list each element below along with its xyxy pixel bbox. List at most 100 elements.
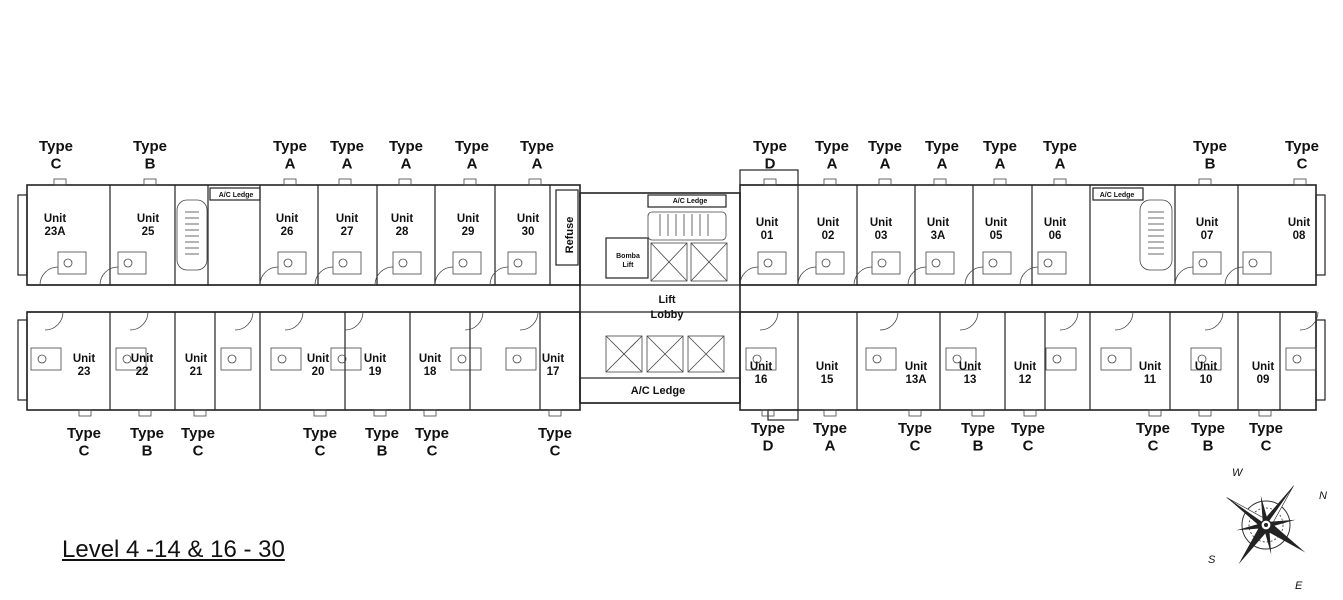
west-balcony-bottom	[17, 319, 28, 401]
bottom-bath-6	[505, 347, 537, 371]
top-door-1	[99, 266, 119, 286]
top-wc-7	[763, 258, 773, 268]
east-balcony-bottom	[1315, 319, 1326, 401]
top-window-9	[878, 178, 892, 186]
ac-ledge-top-right	[1092, 187, 1144, 201]
top-bath-9	[871, 251, 901, 275]
ac-ledge-bottom	[579, 377, 741, 404]
bottom-door-3	[284, 311, 304, 331]
lift-bottom-2	[646, 335, 684, 373]
bottom-bath-13	[1285, 347, 1317, 371]
top-wc-0	[63, 258, 73, 268]
bottom-window-4	[373, 409, 387, 417]
top-window-5	[463, 178, 477, 186]
bottom-window-6	[548, 409, 562, 417]
bottom-bath-10	[1045, 347, 1077, 371]
top-window-13	[1198, 178, 1212, 186]
ac-ledge-top-right-label: A/C Ledge	[1100, 192, 1135, 199]
top-bath-5	[452, 251, 482, 275]
bottom-wc-5	[457, 354, 467, 364]
bottom-bath-3	[270, 347, 302, 371]
bottom-bath-4	[330, 347, 362, 371]
ac-ledge-top-left-label: A/C Ledge	[219, 192, 254, 199]
bottom-door-9	[959, 311, 979, 331]
fixtures	[30, 178, 1319, 417]
top-door-9	[853, 266, 873, 286]
stair-left	[176, 199, 208, 271]
bomba-lift-label-1: Bomba	[616, 253, 640, 260]
fire-stair	[647, 211, 727, 241]
top-bath-8	[815, 251, 845, 275]
bottom-window-9	[908, 409, 922, 417]
lift-top-2	[690, 242, 728, 282]
lift-lobby-label-2: Lobby	[651, 309, 685, 321]
top-door-7	[739, 266, 759, 286]
bottom-window-5	[423, 409, 437, 417]
bottom-wc-7	[752, 354, 762, 364]
bottom-wc-13	[1292, 354, 1302, 364]
top-wc-6	[513, 258, 523, 268]
refuse-room	[555, 189, 579, 266]
bottom-door-11	[1114, 311, 1134, 331]
bottom-door-1	[129, 311, 149, 331]
lift-bottom-2-x2	[646, 335, 684, 373]
top-door-2	[259, 266, 279, 286]
top-wc-14	[1248, 258, 1258, 268]
bottom-wc-1	[122, 354, 132, 364]
bottom-door-4	[344, 311, 364, 331]
compass-rose: W N S E	[1208, 467, 1327, 592]
stair-right	[1139, 199, 1173, 271]
bottom-window-12	[1148, 409, 1162, 417]
bottom-window-1	[138, 409, 152, 417]
top-door-0	[39, 266, 59, 286]
top-door-13	[1174, 266, 1194, 286]
bottom-window-14	[1258, 409, 1272, 417]
bottom-window-7	[761, 409, 775, 417]
lift-lobby-label-1: Lift	[658, 294, 675, 306]
bottom-door-8	[879, 311, 899, 331]
top-door-8	[797, 266, 817, 286]
top-door-10	[907, 266, 927, 286]
ac-ledge-bottom-label: A/C Ledge	[631, 385, 685, 397]
top-wc-13	[1198, 258, 1208, 268]
bottom-bath-5	[450, 347, 482, 371]
lift-bottom-3	[687, 335, 725, 373]
top-door-5	[434, 266, 454, 286]
top-window-3	[338, 178, 352, 186]
lift-bottom-1-x2	[605, 335, 643, 373]
top-window-8	[823, 178, 837, 186]
bottom-wc-2	[227, 354, 237, 364]
top-wc-5	[458, 258, 468, 268]
top-window-7	[763, 178, 777, 186]
level-title: Level 4 -14 & 16 - 30	[62, 536, 285, 563]
bottom-window-8	[823, 409, 837, 417]
east-balcony-top	[1315, 194, 1326, 276]
top-door-6	[489, 266, 509, 286]
bottom-bath-0	[30, 347, 62, 371]
bottom-bath-9	[945, 347, 977, 371]
compass-north: N	[1319, 490, 1327, 502]
